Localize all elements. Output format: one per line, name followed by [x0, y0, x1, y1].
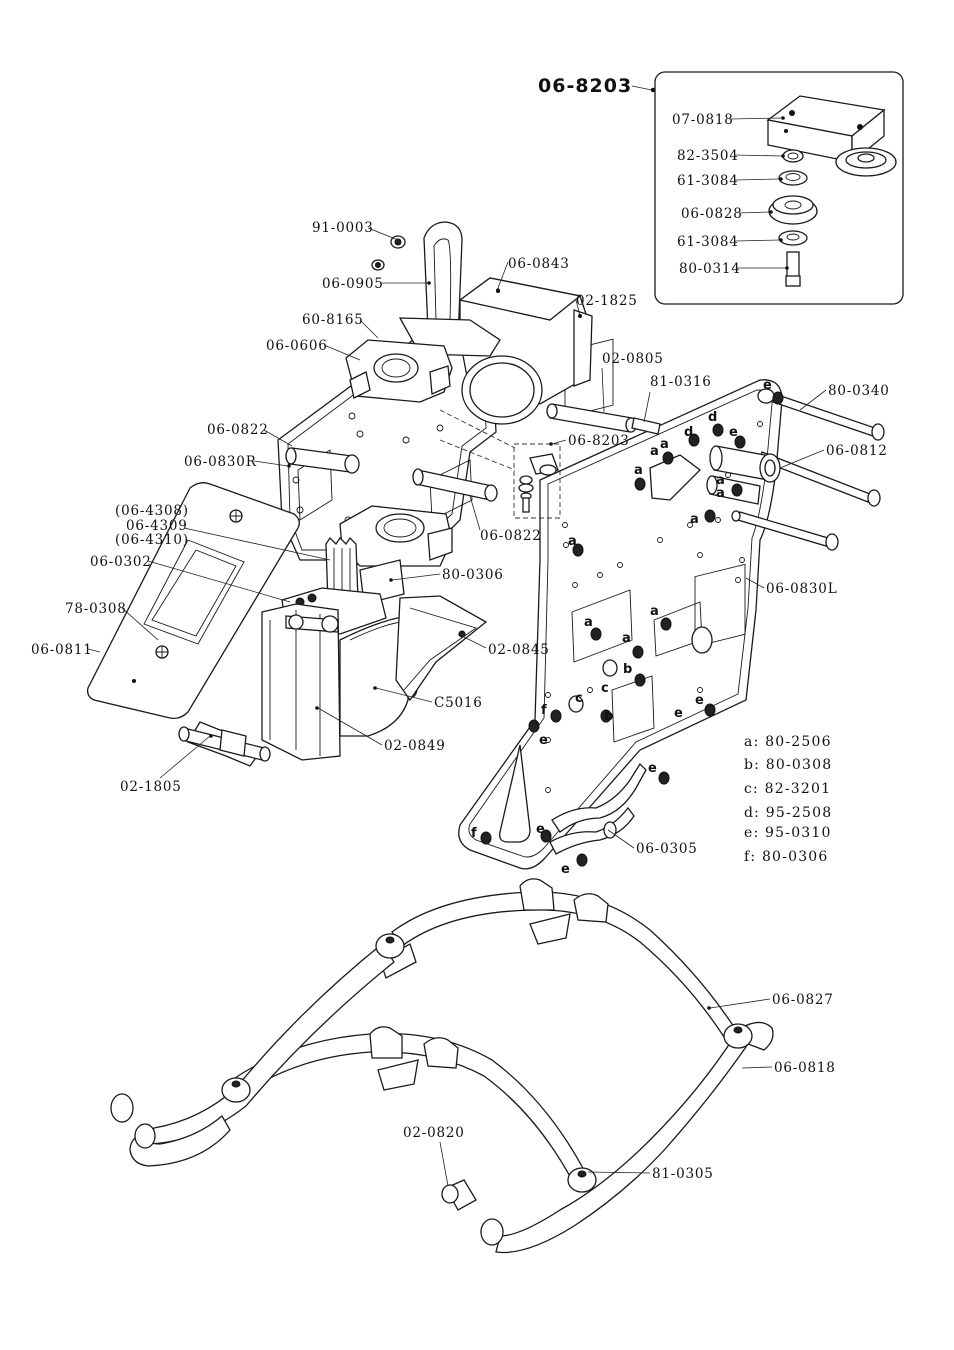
- label-06-0302: 06-0302: [90, 554, 152, 570]
- legend-f: f: 80-0306: [744, 849, 829, 865]
- tail-boom-block-06-0843: [458, 277, 593, 425]
- pin-02-0805: [546, 403, 661, 435]
- label-06-0812: 06-0812: [826, 443, 888, 459]
- hinge-02-1805: [178, 726, 271, 762]
- svg-text:a: a: [584, 615, 593, 630]
- label-06-0905: 06-0905: [322, 276, 384, 292]
- label-78-0308: 78-0308: [65, 601, 127, 617]
- label-06-8203-sub: 06-8203: [568, 433, 630, 449]
- svg-text:a: a: [568, 534, 577, 549]
- bottom-plate-02-0845: [395, 595, 488, 702]
- svg-text:c: c: [601, 681, 609, 696]
- label-80-0314: 80-0314: [679, 261, 741, 277]
- label-06-0818: 06-0818: [774, 1060, 836, 1076]
- label-02-0805: 02-0805: [602, 351, 664, 367]
- label-07-0818: 07-0818: [672, 112, 734, 128]
- sub-assembly-06-8203: [439, 409, 561, 519]
- bearing-block-06-0606: [345, 339, 453, 403]
- hardware-screws: [480, 391, 784, 867]
- motor-bracket-02-0849: [261, 603, 341, 761]
- label-02-0845: 02-0845: [488, 642, 550, 658]
- label-06-0830L: 06-0830L: [766, 581, 837, 597]
- svg-text:e: e: [674, 706, 683, 721]
- svg-text:a: a: [634, 463, 643, 478]
- svg-text:e: e: [536, 822, 545, 837]
- label-82-3504: 82-3504: [677, 148, 739, 164]
- label-60-8165: 60-8165: [302, 312, 364, 328]
- svg-text:d: d: [684, 425, 693, 440]
- label-06-0606: 06-0606: [266, 338, 328, 354]
- legend-a: a: 80-2506: [744, 734, 832, 750]
- legend-e: e: 95-0310: [744, 825, 832, 841]
- label-06-0822-top: 06-0822: [207, 422, 269, 438]
- svg-text:e: e: [561, 862, 570, 877]
- inset-frame: [654, 71, 904, 305]
- spacer-06-0822-top: [285, 447, 360, 474]
- label-81-0305: 81-0305: [652, 1166, 714, 1182]
- svg-text:a: a: [716, 473, 725, 488]
- label-80-0306: 80-0306: [442, 567, 504, 583]
- label-61-3084-top: 61-3084: [677, 173, 739, 189]
- svg-text:f: f: [471, 826, 477, 841]
- label-06-0828: 06-0828: [681, 206, 743, 222]
- legend-b: b: 80-0308: [744, 757, 832, 773]
- legend-c: c: 82-3201: [744, 781, 831, 797]
- side-frame-holes-right: [545, 421, 763, 793]
- label-06-0830R: 06-0830R: [184, 454, 257, 470]
- hardware-legend: a: 80-2506 b: 80-0308 c: 82-3201 d: 95-2…: [744, 734, 832, 865]
- assembly-title: 06-8203: [538, 75, 632, 97]
- svg-text:d: d: [708, 410, 717, 425]
- skid-bracket-06-0305: [549, 762, 647, 855]
- svg-text:f: f: [541, 703, 547, 718]
- label-C5016: C5016: [434, 695, 483, 711]
- tensioner-inset-drawing: [766, 95, 897, 287]
- svg-text:b: b: [604, 709, 613, 724]
- side-frame-left-plate: [458, 338, 783, 870]
- label-06-0827: 06-0827: [772, 992, 834, 1008]
- svg-text:e: e: [695, 693, 704, 708]
- label-06-4309: 06-4309: [126, 518, 188, 534]
- svg-text:c: c: [575, 691, 583, 706]
- label-02-0849: 02-0849: [384, 738, 446, 754]
- label-06-0843: 06-0843: [508, 256, 570, 272]
- legend-d: d: 95-2508: [744, 805, 832, 821]
- landing-gear: [110, 878, 774, 1254]
- label-61-3084-bottom: 61-3084: [677, 234, 739, 250]
- svg-text:a: a: [690, 512, 699, 527]
- label-06-4308: (06-4308): [115, 503, 189, 519]
- svg-text:a: a: [716, 486, 725, 501]
- label-06-0811: 06-0811: [31, 642, 93, 658]
- spacer-06-0822-mid: [412, 468, 498, 502]
- svg-text:a: a: [660, 437, 669, 452]
- label-06-0305: 06-0305: [636, 841, 698, 857]
- svg-text:a: a: [650, 444, 659, 459]
- hardware-letter-markers: e d d e a a a a a a a a a a b b c c f e …: [471, 378, 772, 877]
- lower-bearing-block: [339, 505, 453, 567]
- svg-text:e: e: [729, 425, 738, 440]
- svg-text:b: b: [623, 662, 632, 677]
- label-02-0820: 02-0820: [403, 1125, 465, 1141]
- label-80-0340: 80-0340: [828, 383, 890, 399]
- svg-text:e: e: [539, 733, 548, 748]
- svg-text:a: a: [622, 631, 631, 646]
- label-02-1805: 02-1805: [120, 779, 182, 795]
- label-06-4310: (06-4310): [115, 532, 189, 548]
- svg-text:a: a: [650, 604, 659, 619]
- svg-text:e: e: [648, 761, 657, 776]
- label-02-1825: 02-1825: [576, 293, 638, 309]
- label-91-0003: 91-0003: [312, 220, 374, 236]
- svg-text:e: e: [763, 378, 772, 393]
- label-81-0316: 81-0316: [650, 374, 712, 390]
- label-06-0822-mid: 06-0822: [480, 528, 542, 544]
